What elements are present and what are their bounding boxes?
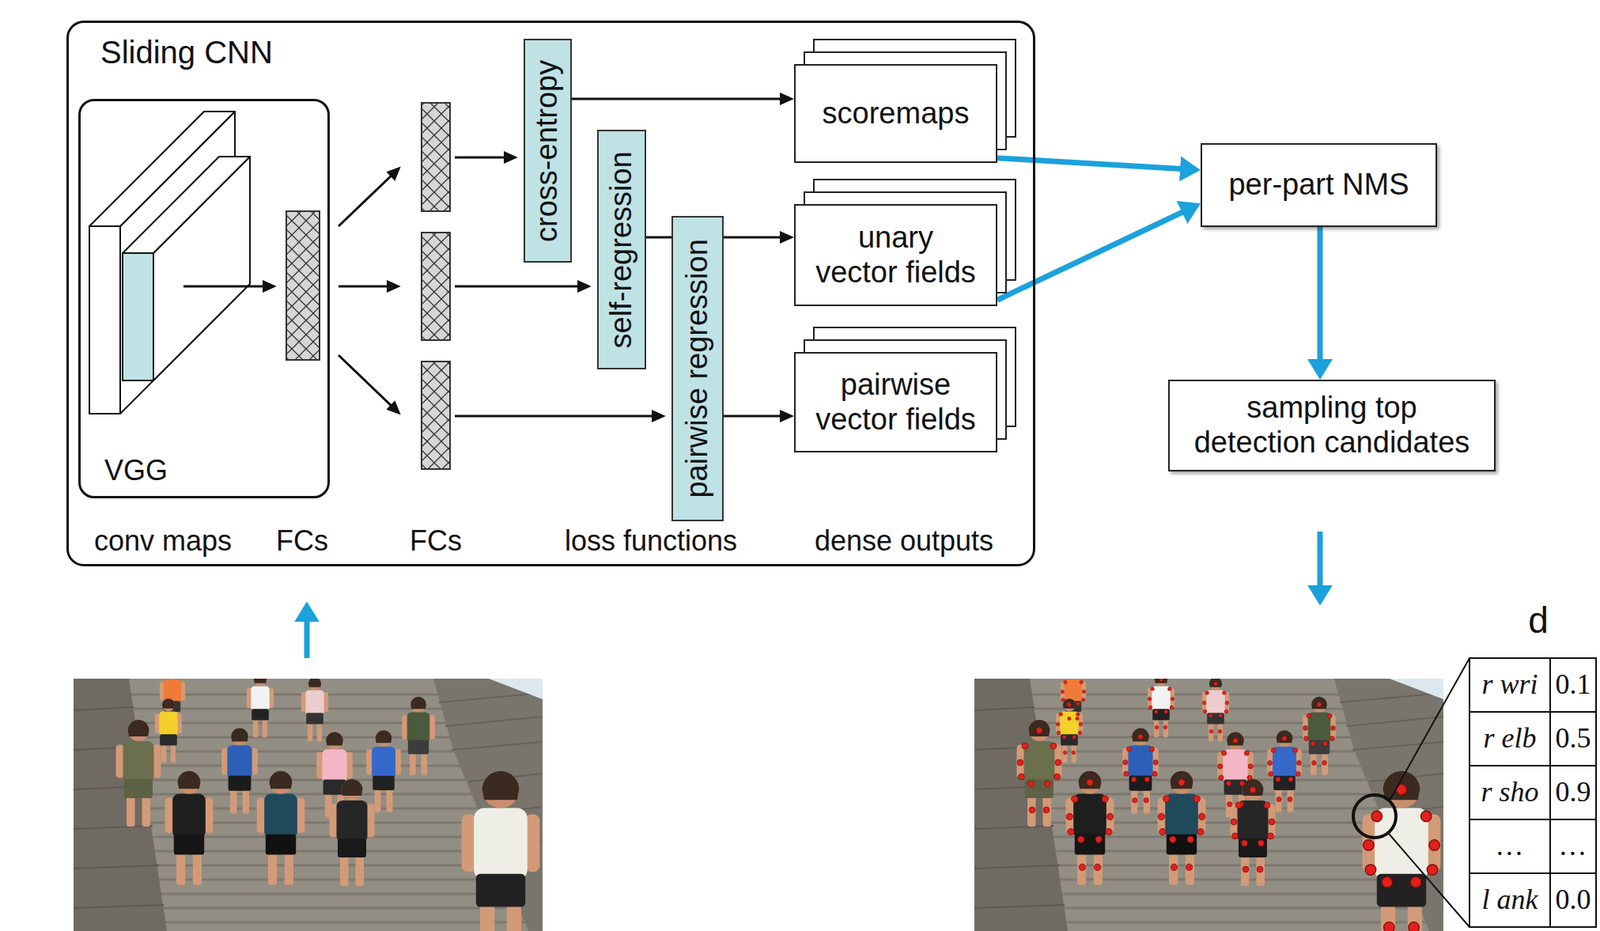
flow-arrow bbox=[454, 415, 658, 418]
input-photo bbox=[73, 678, 543, 931]
table-cell: r sho bbox=[1480, 776, 1539, 809]
flow-arrow bbox=[454, 285, 583, 288]
connector-arrow bbox=[571, 98, 786, 101]
section-label: dense outputs bbox=[814, 525, 994, 557]
fc-bar bbox=[421, 102, 451, 212]
zoom-leaders bbox=[1388, 658, 1470, 927]
loss-box: cross-entropy bbox=[523, 38, 572, 263]
network-frame: Sliding CNNVGGcross-entropyself-regressi… bbox=[66, 20, 1036, 567]
output-photo bbox=[974, 678, 1444, 931]
label-anchor: dense outputs bbox=[814, 525, 994, 557]
backbone-box: VGG bbox=[78, 98, 330, 499]
output-stack: pairwise vector fields bbox=[794, 351, 998, 453]
process-label: sampling top detection candidates bbox=[1187, 390, 1477, 460]
process-box: per-part NMS bbox=[1200, 143, 1438, 227]
label-anchor: d bbox=[1528, 600, 1549, 641]
conv-block bbox=[153, 156, 250, 381]
label-anchor: … bbox=[1497, 830, 1523, 863]
output-label: scoremaps bbox=[822, 96, 970, 132]
flow-arrow bbox=[338, 355, 395, 409]
label-anchor: FCs bbox=[409, 525, 462, 557]
detection-dots bbox=[1017, 678, 1440, 931]
table-cell: … bbox=[1497, 830, 1523, 863]
output-label: pairwise vector fields bbox=[813, 367, 978, 437]
label-anchor: 0.5 bbox=[1555, 722, 1592, 755]
label-anchor: FCs bbox=[276, 525, 329, 557]
connector-arrow bbox=[997, 208, 1190, 300]
connector-arrow bbox=[1317, 226, 1324, 367]
table-frame bbox=[1469, 658, 1597, 927]
loss-label: pairwise regression bbox=[680, 238, 715, 498]
conv-block bbox=[89, 111, 235, 227]
output-stack: scoremaps bbox=[794, 64, 998, 163]
connector-arrow bbox=[997, 158, 1188, 170]
zoom-circle bbox=[1353, 794, 1396, 838]
conv-block bbox=[122, 253, 154, 381]
flow-arrow bbox=[338, 285, 393, 288]
table-cell: … bbox=[1560, 830, 1586, 863]
loss-label: self-regression bbox=[604, 151, 640, 348]
section-label: conv maps bbox=[94, 525, 232, 557]
flow-arrow bbox=[454, 156, 510, 159]
process-box: sampling top detection candidates bbox=[1168, 379, 1496, 472]
table-cell: 0.9 bbox=[1555, 776, 1592, 809]
flow-arrow bbox=[338, 172, 395, 227]
label-anchor: … bbox=[1560, 830, 1586, 863]
output-stack: unary vector fields bbox=[794, 204, 998, 307]
input-arrow bbox=[304, 613, 311, 659]
label-anchor: 0.0 bbox=[1555, 884, 1592, 916]
score-table bbox=[1469, 658, 1597, 927]
table-cell: l ank bbox=[1482, 884, 1539, 916]
label-anchor: r sho bbox=[1480, 776, 1539, 809]
conv-maps bbox=[89, 111, 250, 414]
loss-label: cross-entropy bbox=[530, 59, 566, 242]
label-anchor: r elb bbox=[1483, 722, 1537, 755]
section-label: loss functions bbox=[564, 525, 738, 557]
conv-block bbox=[120, 111, 235, 414]
label-anchor: 0.1 bbox=[1555, 669, 1592, 701]
panel-letter: d bbox=[1528, 600, 1549, 641]
loss-box: pairwise regression bbox=[671, 215, 724, 522]
label-anchor: 0.9 bbox=[1555, 776, 1592, 809]
table-cell: r elb bbox=[1483, 722, 1537, 755]
fc-bar bbox=[421, 361, 451, 470]
fc-bar bbox=[421, 232, 451, 341]
table-cell: r wri bbox=[1481, 669, 1538, 701]
label-anchor: l ank bbox=[1482, 884, 1539, 916]
leader-line bbox=[1388, 833, 1470, 927]
fc-layers bbox=[286, 102, 451, 470]
flow-arrows bbox=[183, 157, 658, 417]
table-grid bbox=[1469, 658, 1597, 927]
output-label: unary vector fields bbox=[813, 220, 978, 290]
table-cell: 0.5 bbox=[1555, 722, 1592, 755]
label-anchor: loss functions bbox=[564, 525, 738, 557]
flow-arrow bbox=[183, 285, 269, 288]
conv-block bbox=[89, 226, 121, 414]
section-label: FCs bbox=[276, 525, 329, 557]
section-label: FCs bbox=[409, 525, 462, 557]
label-anchor: conv maps bbox=[94, 525, 232, 557]
loss-box: self-regression bbox=[597, 129, 647, 370]
connector-arrow bbox=[723, 415, 786, 418]
conv-block bbox=[122, 156, 250, 254]
table-cell: 0.0 bbox=[1555, 884, 1592, 916]
backbone-label: VGG bbox=[104, 453, 168, 487]
leader-line bbox=[1389, 658, 1470, 801]
fc-bar bbox=[286, 211, 320, 360]
table-cell: 0.1 bbox=[1555, 669, 1592, 701]
label-anchor: r wri bbox=[1481, 669, 1538, 701]
output-arrow bbox=[1317, 531, 1324, 594]
process-label: per-part NMS bbox=[1228, 167, 1409, 203]
